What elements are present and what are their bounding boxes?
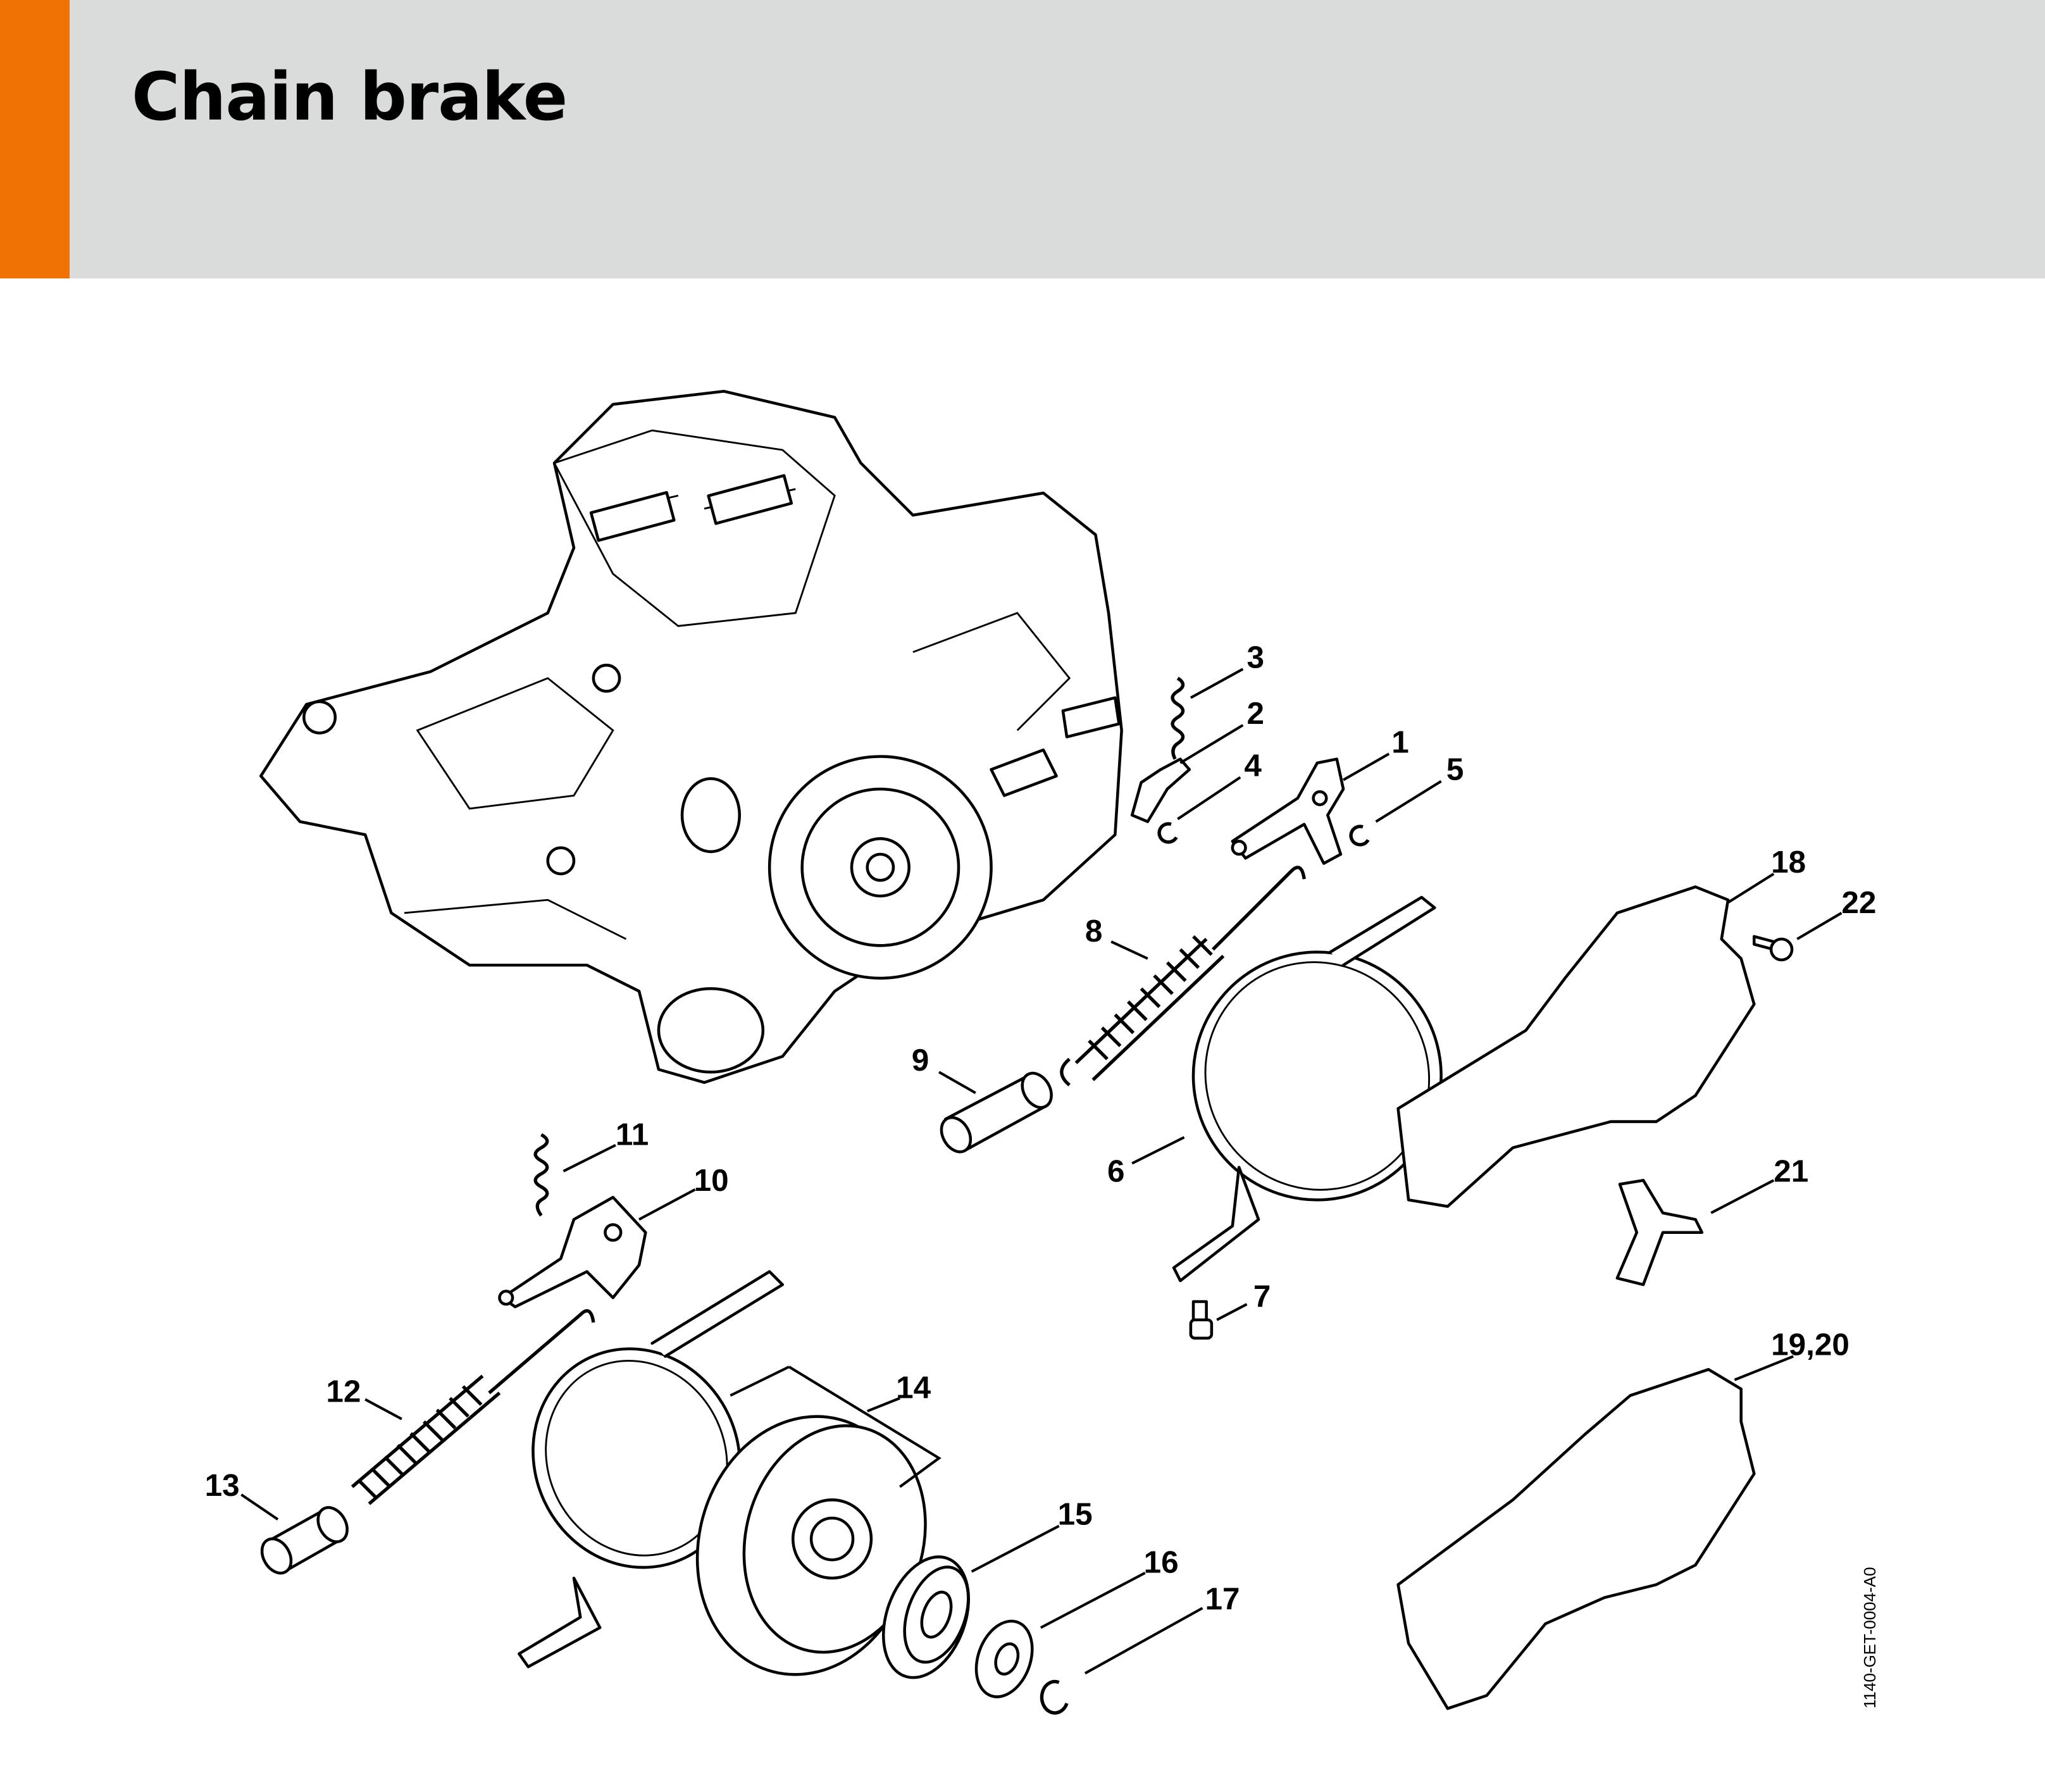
e-clip-part-17 [1040,1679,1069,1715]
spring-part-8 [1060,866,1306,1086]
spring-part-12 [351,1309,595,1505]
part-21 [1615,1179,1704,1286]
part-label-14: 14 [896,1371,931,1405]
sleeve-part-13 [260,1506,349,1575]
accent-bar [0,0,70,278]
part-label-18: 18 [1771,845,1806,880]
part-label-6: 6 [1107,1154,1125,1188]
part-label-11: 11 [616,1117,649,1152]
part-label-8: 8 [1085,914,1103,949]
part-label-17: 17 [1205,1581,1240,1616]
part-label-1: 1 [1391,725,1409,759]
part-label-13: 13 [205,1468,240,1503]
rim-sprocket-part-15 [881,1555,970,1679]
part-label-22: 22 [1841,885,1876,920]
cover-part-18 [1396,885,1756,1208]
brake-band-part-6 [1172,895,1443,1283]
part-label-7: 7 [1253,1279,1271,1314]
e-clip-part-4 [1157,822,1178,844]
part-label-5: 5 [1446,752,1464,787]
part-label-12: 12 [326,1374,361,1409]
part-label-9: 9 [912,1043,929,1078]
drawing-number: 1140-GET-0004-A0 [1860,1567,1879,1708]
leader-lines [240,668,1843,1675]
spring-part-11 [533,1133,549,1217]
e-clip-part-5 [1349,824,1370,847]
screw-part-7 [1189,1300,1214,1340]
cover-part-19-20 [1396,1367,1756,1710]
sleeve-part-9 [940,1071,1053,1154]
brake-band-lower [518,1270,785,1669]
part-label-21: 21 [1774,1154,1808,1188]
part-label-2: 2 [1247,696,1265,731]
page-title: Chain brake [132,58,568,135]
part-label-19-20: 19,20 [1771,1328,1849,1362]
part-labels: 1 2 3 4 5 6 7 8 9 10 11 12 13 14 15 16 1… [205,640,1877,1616]
lever-part-2 [1130,757,1191,823]
part-label-15: 15 [1058,1496,1093,1531]
clutch-drum-part-14 [695,1415,927,1676]
part-label-4: 4 [1244,748,1262,783]
part-label-10: 10 [694,1163,729,1198]
page-header: Chain brake [0,0,2045,278]
part-label-3: 3 [1247,640,1265,675]
engine-housing [259,390,1123,1085]
washer-part-16 [974,1619,1034,1698]
screw-part-22 [1753,935,1794,962]
lever-assembly-part-1 [1231,757,1345,865]
spring-part-3 [1171,676,1185,760]
part-label-16: 16 [1144,1545,1179,1580]
lever-assembly-part-10 [498,1195,647,1309]
